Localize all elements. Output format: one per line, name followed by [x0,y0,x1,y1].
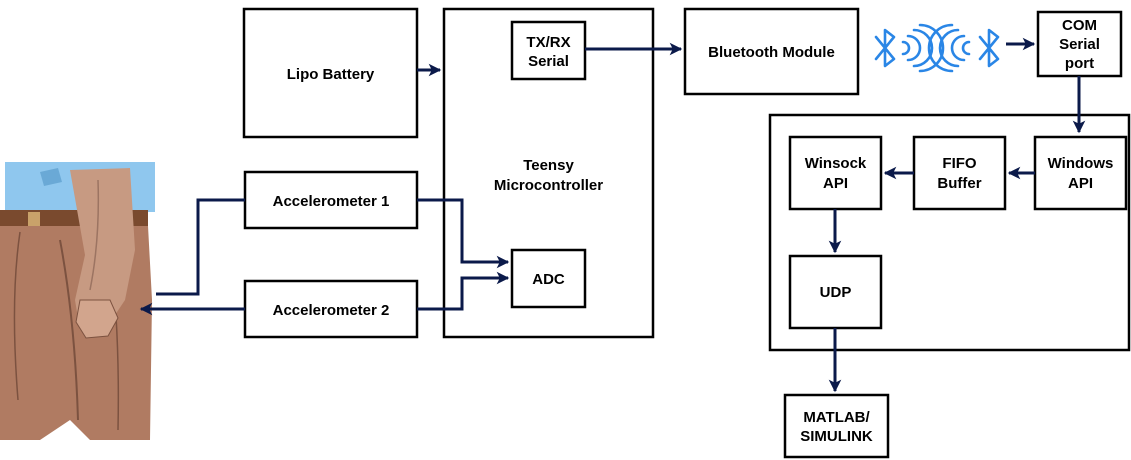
fifo-buffer-block [914,137,1005,209]
winsock-label-line1: Winsock [805,155,867,172]
bluetooth-module-label: Bluetooth Module [708,44,835,61]
fifo-label-line1: FIFO [942,155,976,172]
txrx-label-line1: TX/RX [526,34,570,51]
matlab-label-line1: MATLAB/ [803,409,870,426]
udp-label: UDP [820,284,852,301]
fifo-label-line2: Buffer [937,175,981,192]
bluetooth-icon [980,30,998,66]
winsock-api-block [790,137,881,209]
accelerometer-1-label: Accelerometer 1 [273,193,390,210]
bluetooth-icon [876,30,894,66]
teensy-label-line2: Microcontroller [494,177,603,194]
accelerometer-2-label: Accelerometer 2 [273,302,390,319]
windows-api-label-line1: Windows [1048,155,1114,172]
lipo-battery-label: Lipo Battery [287,66,375,83]
com-label-line3: port [1065,55,1094,72]
adc-label: ADC [532,271,565,288]
matlab-label-line2: SIMULINK [800,428,873,445]
com-label-line2: Serial [1059,36,1100,53]
txrx-label-line2: Serial [528,53,569,70]
matlab-simulink-block [785,395,888,457]
teensy-label-line1: Teensy [523,157,574,174]
windows-api-label-line2: API [1068,175,1093,192]
com-label-line1: COM [1062,17,1097,34]
arm-to-accelerometer-1-line [156,200,245,294]
human-arm-illustration [0,162,155,440]
windows-api-block [1035,137,1126,209]
wireless-signal-icon [929,25,969,71]
winsock-label-line2: API [823,175,848,192]
